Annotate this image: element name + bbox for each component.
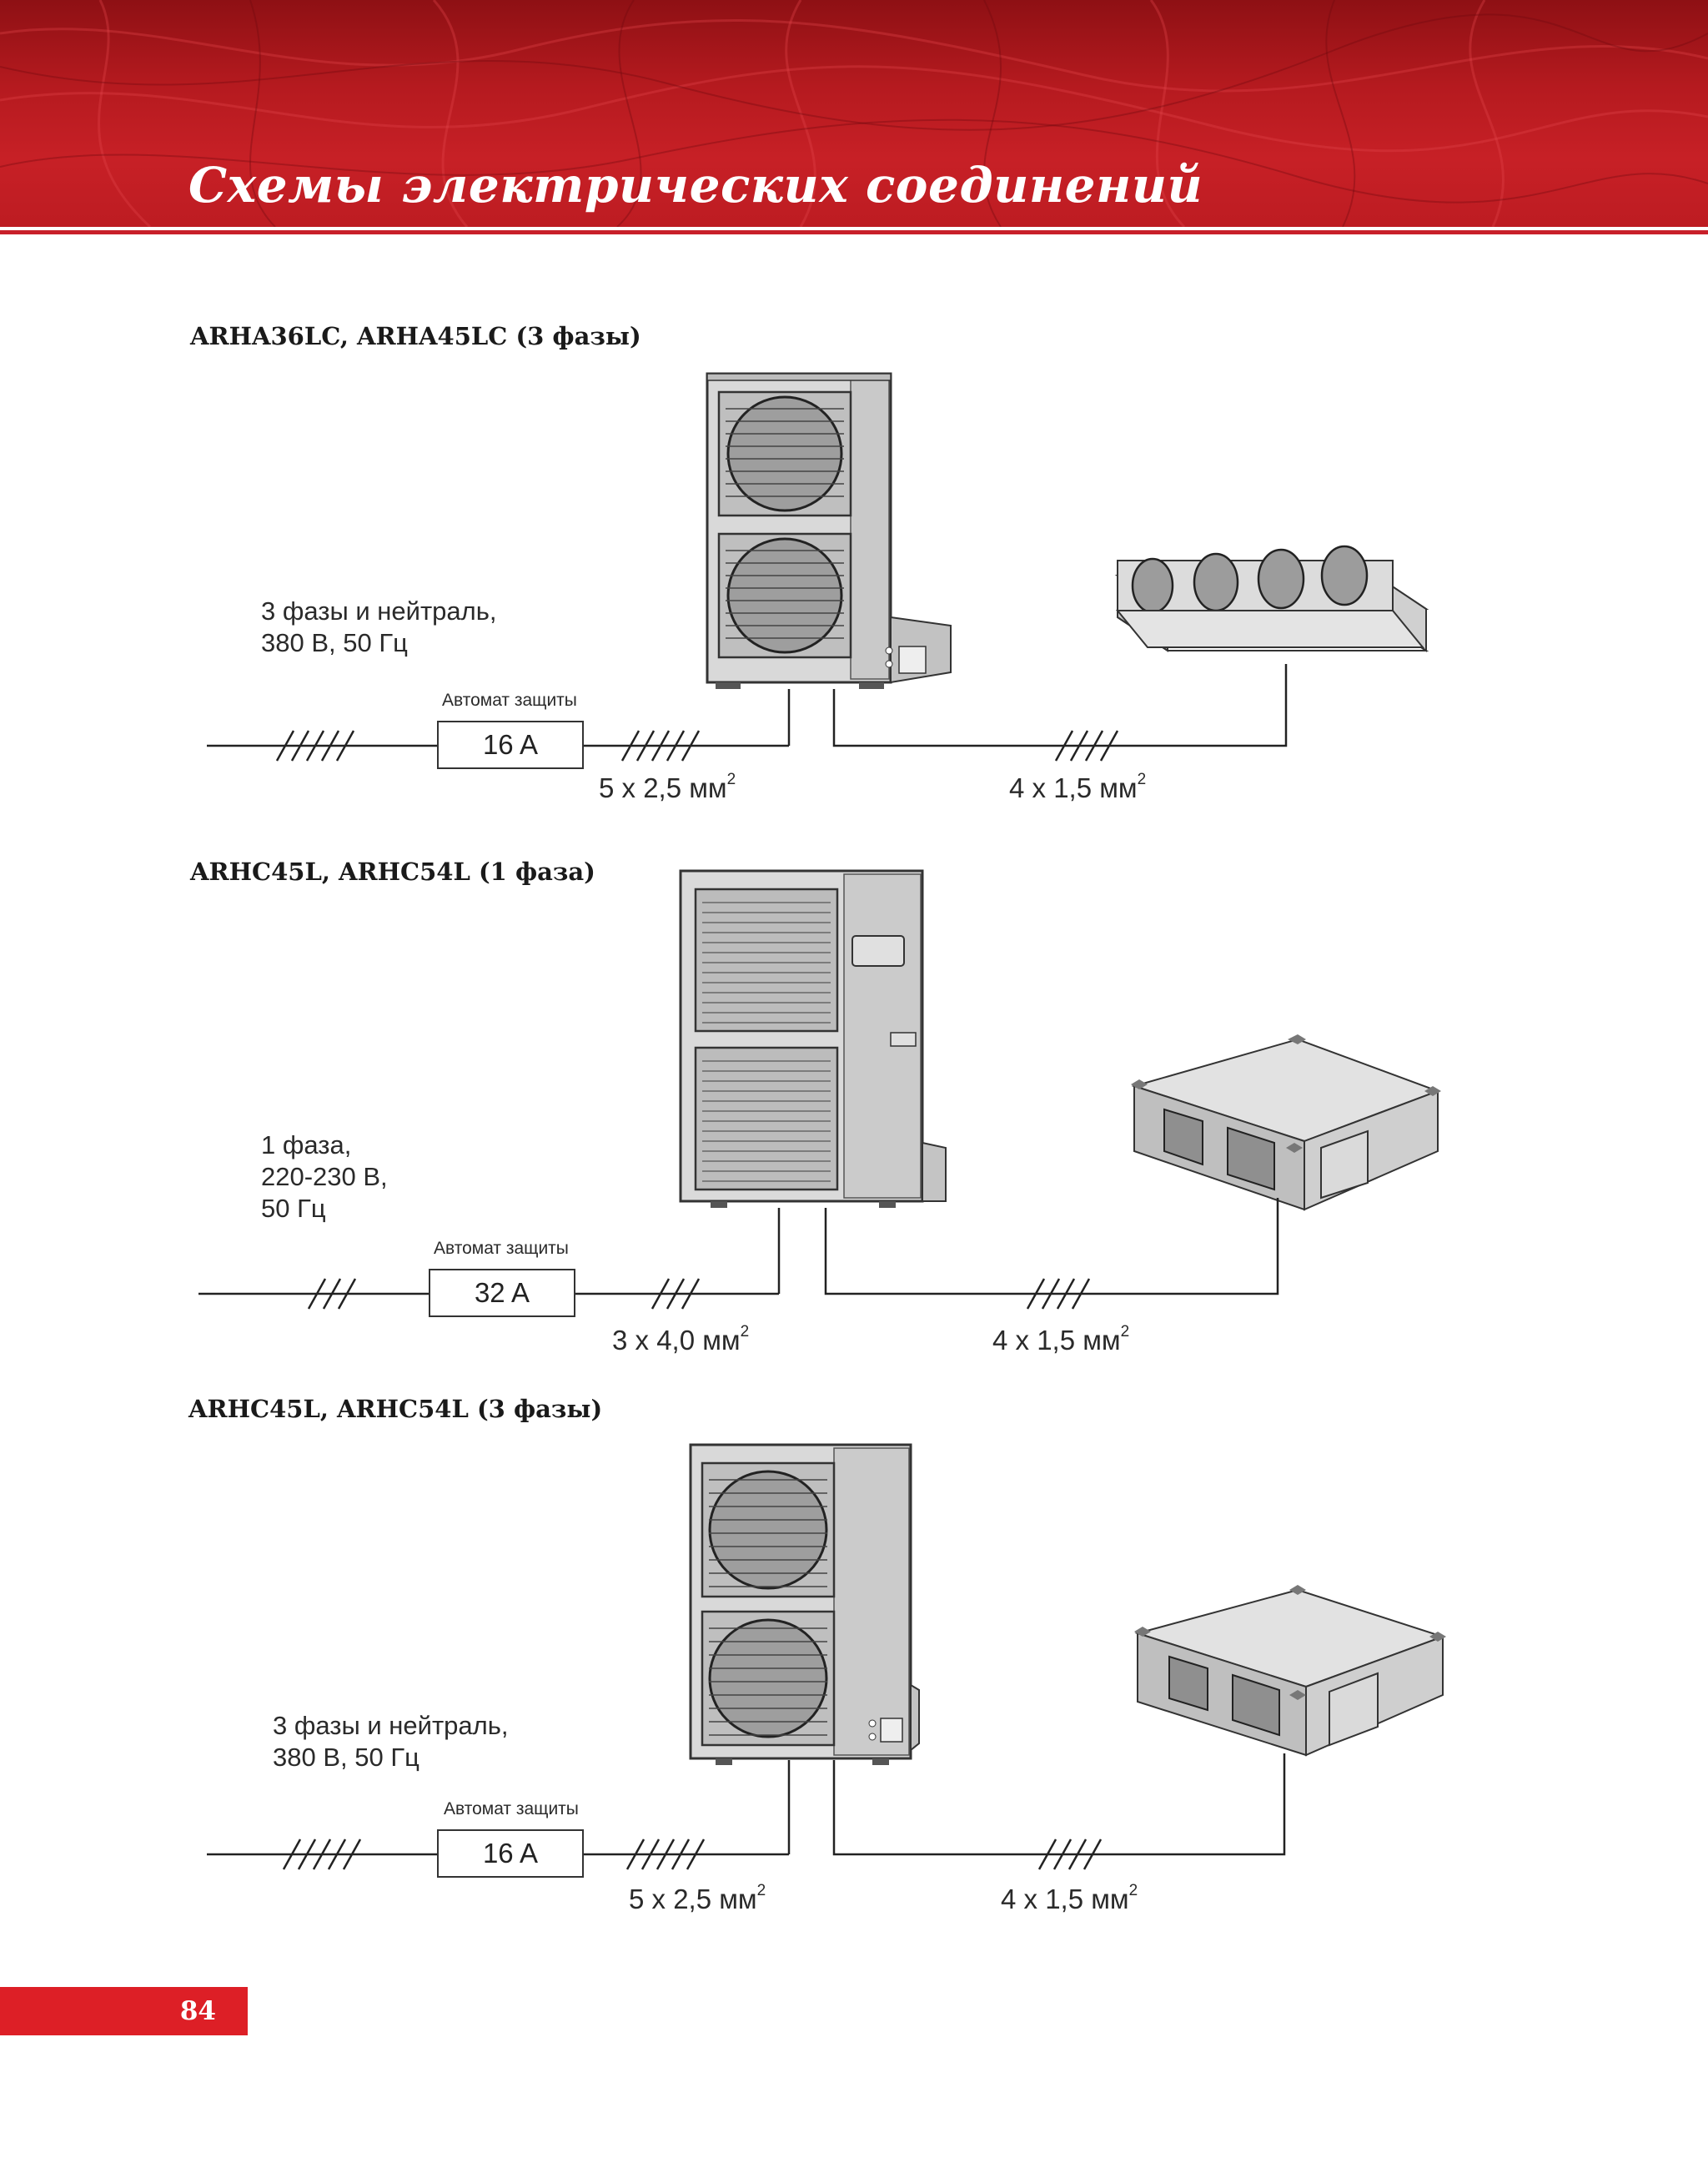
circuit-breaker: 16 A [437,721,584,769]
interconnect-line [824,1198,1279,1295]
power-supply-text: 3 фазы и нейтраль, 380 В, 50 Гц [273,1711,509,1772]
page-number: 84 [0,1987,248,2035]
power-cable-label: 5 х 2,5 мм2 [629,1882,766,1914]
diagram-title: ARHC45L, ARHC54L (3 фазы) [188,1395,603,1423]
header-divider-red [0,230,1708,234]
duct-unit-rectangular-icon [1134,1585,1446,1757]
phase-ticks [275,730,1119,762]
breaker-label: Автомат защиты [444,1799,579,1818]
power-supply-text: 3 фазы и нейтраль, 380 В, 50 Гц [261,596,497,657]
breaker-label: Автомат защиты [434,1239,569,1258]
power-supply-line [198,1208,781,1295]
duct-unit-round-outlets-icon [1114,545,1429,652]
page-title: Схемы электрических соединений [188,157,1203,214]
diagram-title: ARHC45L, ARHC54L (1 фаза) [190,858,595,886]
power-cable-label: 3 х 4,0 мм2 [612,1323,750,1356]
page-header: Схемы электрических соединений [0,0,1708,227]
power-supply-text: 1 фаза, 220-230 В, 50 Гц [261,1130,388,1223]
interconnect-cable-label: 4 х 1,5 мм2 [1009,771,1147,803]
interconnect-cable-label: 4 х 1,5 мм2 [992,1323,1130,1356]
duct-unit-rectangular-icon [1131,1034,1441,1211]
outdoor-unit-twin-fan-icon [689,1443,920,1765]
interconnect-line [832,1753,1286,1856]
breaker-label: Автомат защиты [442,691,577,710]
diagram-title: ARHA36LC, ARHA45LC (3 фазы) [190,322,641,350]
wiring-diagram-3: 3 фазы и нейтраль, 380 В, 50 Гц Автомат … [0,1426,1708,1944]
phase-ticks [282,1838,1103,1870]
header-texture [0,0,1708,227]
wiring-diagram-1: 3 фазы и нейтраль, 380 В, 50 Гц Автомат … [0,359,1708,876]
circuit-breaker: 16 A [437,1829,584,1878]
interconnect-line [832,664,1288,747]
header-divider [0,227,1708,230]
outdoor-unit-twin-fan-icon [679,869,947,1208]
interconnect-cable-label: 4 х 1,5 мм2 [1001,1882,1138,1914]
outdoor-unit-twin-fan-icon [706,372,952,689]
power-cable-label: 5 х 2,5 мм2 [599,771,736,803]
circuit-breaker: 32 A [429,1269,575,1317]
phase-ticks [307,1278,1091,1310]
wiring-diagram-2: 1 фаза, 220-230 В, 50 Гц Автомат защиты … [0,859,1708,1376]
power-supply-line [207,689,791,747]
